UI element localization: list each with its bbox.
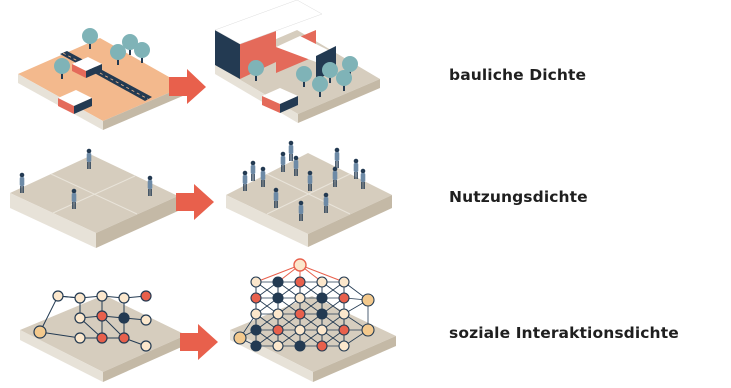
network-node: [250, 276, 262, 288]
network-node: [316, 340, 328, 352]
low-usage-density-tile: [10, 148, 178, 248]
network-node: [272, 292, 284, 304]
network-node: [272, 276, 284, 288]
high-usage-density-tile: [226, 140, 392, 247]
high-building-density-tile: [214, 0, 380, 123]
row-building-density: [18, 0, 380, 130]
network-node: [316, 276, 328, 288]
label-building-density: bauliche Dichte: [449, 66, 587, 84]
network-node: [250, 324, 262, 336]
network-node: [338, 308, 350, 320]
row-usage-density: [10, 140, 392, 248]
arrow-icon: [180, 324, 218, 360]
network-node: [294, 292, 306, 304]
network-node: [250, 340, 262, 352]
network-node: [294, 324, 306, 336]
network-node: [293, 258, 307, 272]
network-node: [361, 323, 375, 337]
label-usage-density: Nutzungsdichte: [449, 188, 588, 206]
network-node: [361, 293, 375, 307]
house: [72, 57, 102, 78]
network-node: [233, 331, 247, 345]
network-node: [294, 340, 306, 352]
network-node: [250, 292, 262, 304]
low-interaction-density-tile: [20, 290, 186, 382]
network-node: [316, 292, 328, 304]
label-social-interaction-density: soziale Interaktionsdichte: [449, 324, 679, 342]
low-building-density-tile: [18, 28, 185, 130]
network-node: [338, 340, 350, 352]
network-node: [294, 276, 306, 288]
house: [58, 90, 92, 114]
row-social-interaction-density: [20, 258, 396, 382]
network-nodes: [33, 290, 152, 352]
network-node: [338, 292, 350, 304]
high-interaction-density-tile: [230, 258, 396, 382]
network-node: [272, 324, 284, 336]
network-node: [338, 324, 350, 336]
network-node: [272, 308, 284, 320]
network-node: [338, 276, 350, 288]
arrow-icon: [176, 184, 214, 220]
network-node: [316, 324, 328, 336]
network-node: [316, 308, 328, 320]
arrow-icon: [169, 69, 206, 104]
network-node: [294, 308, 306, 320]
network-node: [250, 308, 262, 320]
network-node: [272, 340, 284, 352]
